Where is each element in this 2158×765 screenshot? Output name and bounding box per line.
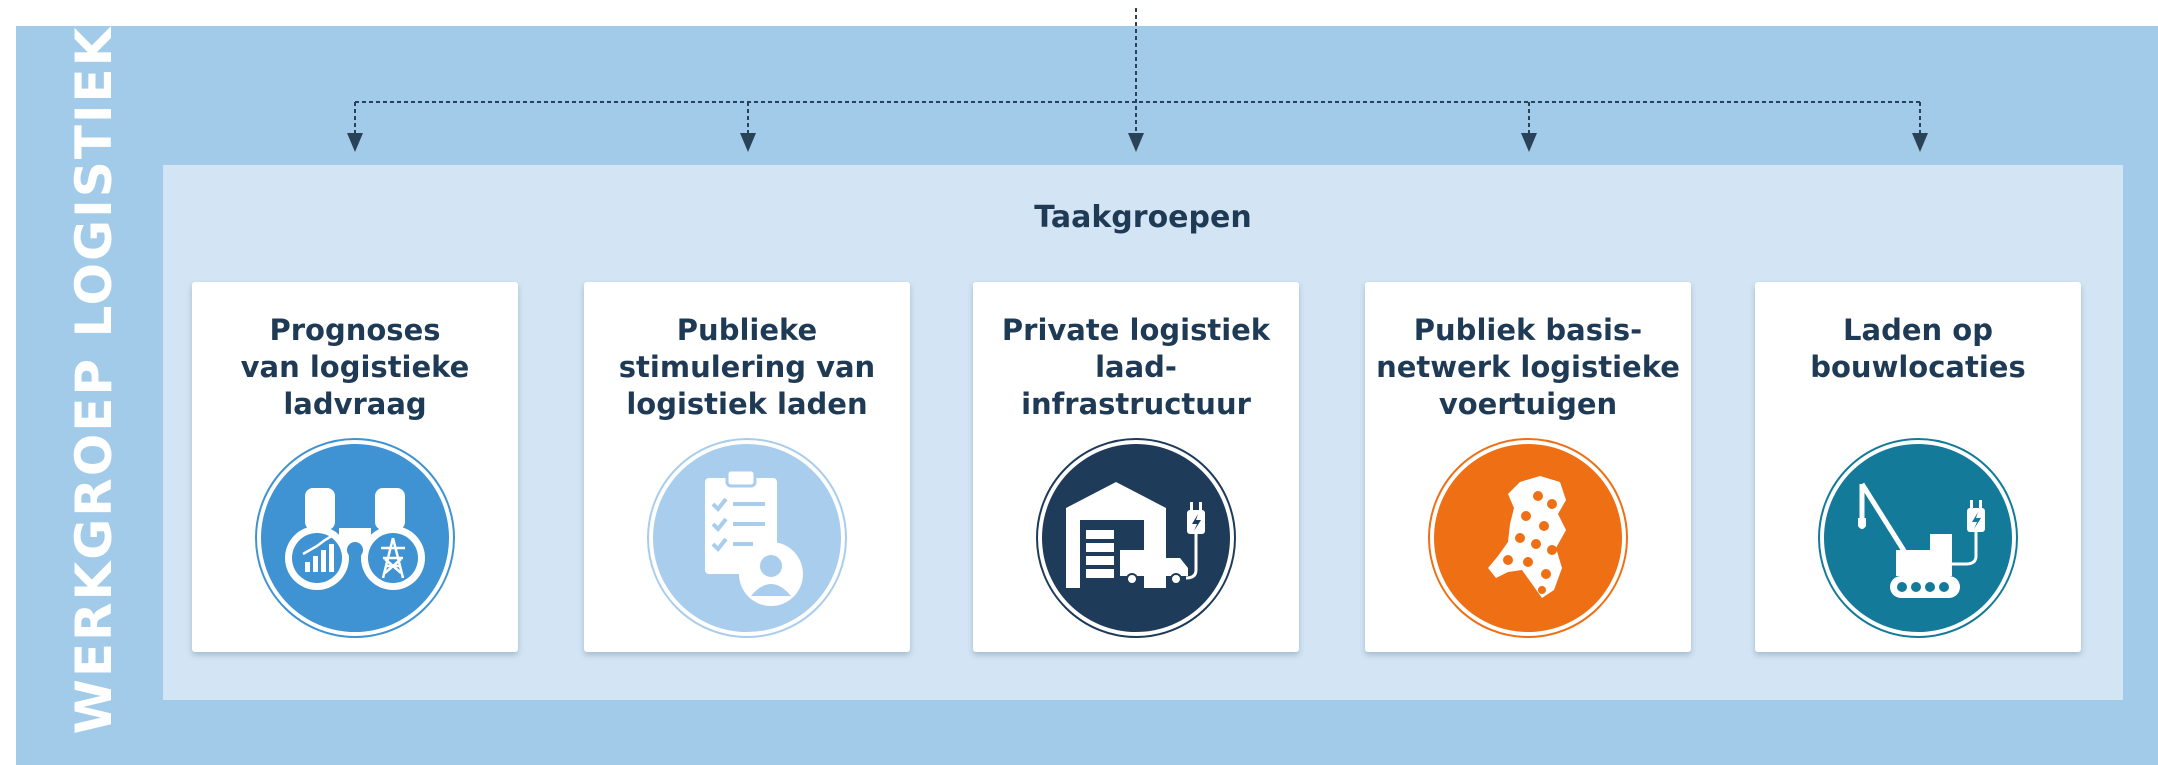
arrowhead-2 bbox=[740, 133, 756, 152]
card-title: Laden op bouwlocaties bbox=[1810, 313, 2026, 384]
taskgroup-card-publieke-stimulering[interactable]: Publieke stimulering van logistiek laden bbox=[584, 282, 910, 652]
netherlands-map-icon bbox=[1428, 438, 1628, 638]
taskgroups-title: Taakgroepen bbox=[1034, 200, 1252, 235]
taskgroup-card-basisnetwerk[interactable]: Publiek basis- netwerk logistieke voertu… bbox=[1365, 282, 1691, 652]
card-title: Publieke stimulering van logistiek laden bbox=[618, 313, 876, 421]
crane-charger-icon bbox=[1818, 438, 2018, 638]
card-title: Publiek basis- netwerk logistieke voertu… bbox=[1376, 313, 1680, 421]
taskgroup-card-prognoses[interactable]: Prognoses van logistieke ladvraag bbox=[192, 282, 518, 652]
arrowhead-4 bbox=[1521, 133, 1537, 152]
arrowhead-5 bbox=[1912, 133, 1928, 152]
warehouse-truck-icon bbox=[1036, 438, 1236, 638]
clipboard-person-icon bbox=[647, 438, 847, 638]
taskgroup-card-bouwlocaties[interactable]: Laden op bouwlocaties bbox=[1755, 282, 2081, 652]
arrowhead-3 bbox=[1128, 133, 1144, 152]
binoculars-icon bbox=[255, 438, 455, 638]
taskgroup-card-private-infrastructuur[interactable]: Private logistiek laad- infrastructuur bbox=[973, 282, 1299, 652]
arrowhead-1 bbox=[347, 133, 363, 152]
card-title: Prognoses van logistieke ladvraag bbox=[240, 313, 470, 421]
card-title: Private logistiek laad- infrastructuur bbox=[1001, 313, 1271, 421]
